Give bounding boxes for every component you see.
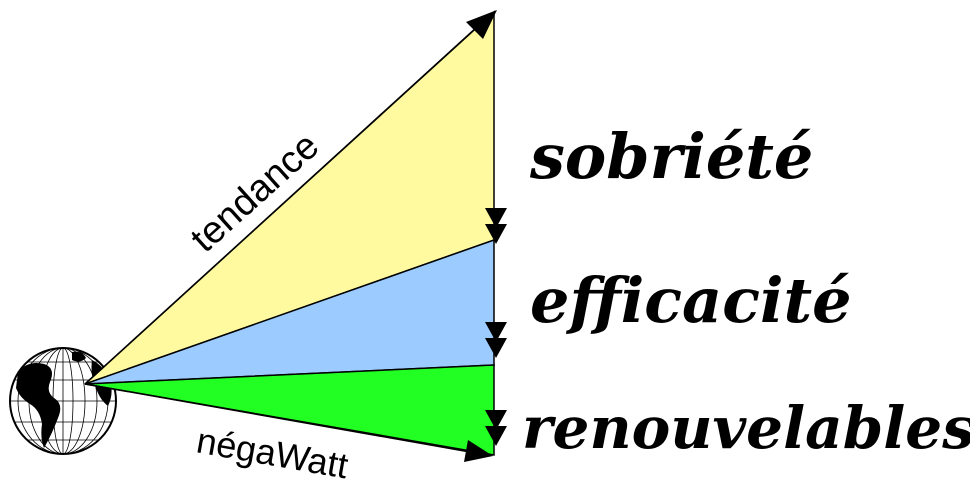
arrow-down-icon <box>485 322 507 342</box>
efficiency-label: efficacité <box>530 264 852 337</box>
trend-arrow <box>84 10 497 385</box>
sobriety-label: sobriété <box>529 120 813 193</box>
arrow-down-icon <box>485 410 507 430</box>
reduction-arrows <box>485 208 507 446</box>
negawatt-label: négaWatt <box>194 420 352 487</box>
globe-icon <box>9 347 117 455</box>
arrow-down-icon <box>485 224 507 244</box>
arrow-down-icon <box>485 208 507 228</box>
arrow-down-icon <box>485 338 507 358</box>
arrow-down-icon <box>485 426 507 446</box>
negawatt-arrow <box>84 383 493 462</box>
renewables-label: renouvelables <box>522 394 970 462</box>
